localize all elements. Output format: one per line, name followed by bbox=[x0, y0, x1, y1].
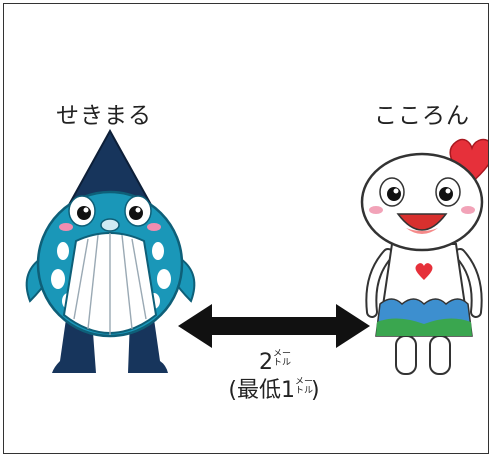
sekimaru-illustration bbox=[25, 129, 196, 373]
distance-unit: メートル bbox=[273, 349, 292, 368]
kokoron-illustration bbox=[360, 138, 488, 375]
illustration-frame: せきまる こころん bbox=[3, 3, 489, 454]
distance-min-value: 1 bbox=[281, 377, 295, 403]
distance-arrow bbox=[178, 304, 370, 348]
distance-value: 2 bbox=[259, 350, 273, 375]
distance-min-unit: メートル bbox=[295, 376, 314, 396]
left-character-name: せきまる bbox=[56, 103, 152, 129]
right-character-name: こころん bbox=[374, 103, 470, 129]
